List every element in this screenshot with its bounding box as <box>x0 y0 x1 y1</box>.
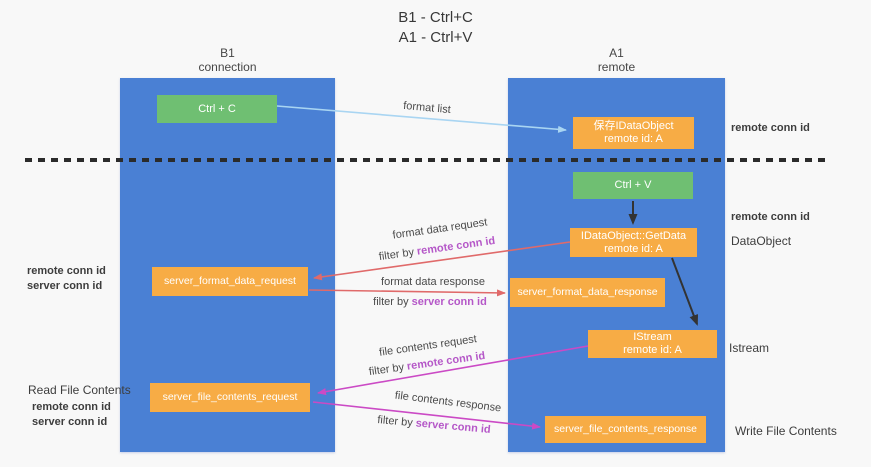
dataobject-label: DataObject <box>731 234 792 248</box>
read-server-conn-id: server conn id <box>32 416 108 428</box>
save-idataobject-line2: remote id: A <box>604 133 663 145</box>
server-format-data-request-box: server_format_data_request <box>152 267 308 296</box>
filter-by-text: filter by <box>373 296 409 308</box>
server-conn-id-text: server conn id <box>415 417 492 436</box>
filter-by-text: filter by <box>368 361 405 379</box>
page-title: B1 - Ctrl+C A1 - Ctrl+V <box>0 8 871 48</box>
getdata-line1: IDataObject::GetData <box>580 229 687 242</box>
lane-b1-subtitle: connection <box>198 60 257 74</box>
ctrl-c-box: Ctrl + C <box>157 95 277 123</box>
title-line-b1: B1 - Ctrl+C <box>398 9 473 26</box>
lane-header-b1: B1 connection <box>120 46 335 74</box>
left-remote-conn-id: remote conn id <box>27 265 106 277</box>
read-remote-conn-id: remote conn id <box>32 401 111 413</box>
server-file-contents-response-box: server_file_contents_response <box>545 416 706 443</box>
left-server-conn-id: server conn id <box>27 280 103 292</box>
lane-b1-name: B1 <box>220 46 235 60</box>
server-conn-id-text: server conn id <box>411 296 487 308</box>
title-line-a1: A1 - Ctrl+V <box>398 29 473 46</box>
format-list-label: format list <box>402 99 452 117</box>
istream-box: IStream remote id: A <box>588 330 717 358</box>
format-data-response-label: format data response <box>381 276 485 288</box>
idataobject-getdata-box: IDataObject::GetData remote id: A <box>570 228 697 257</box>
istream-side-label: Istream <box>729 341 770 355</box>
ctrl-v-box: Ctrl + V <box>573 172 693 199</box>
lane-header-a1: A1 remote <box>508 46 725 74</box>
server-format-data-response-box: server_format_data_response <box>510 278 665 307</box>
istream-line2: remote id: A <box>623 344 682 356</box>
ctrl-c-label: Ctrl + C <box>198 102 236 115</box>
server-file-contents-request-box: server_file_contents_request <box>150 383 310 412</box>
file-response-label: server_file_contents_response <box>553 423 697 435</box>
right-top-remote-conn-id: remote conn id <box>731 122 810 134</box>
format-request-label: server_format_data_request <box>164 275 296 287</box>
istream-line1: IStream <box>633 331 672 343</box>
arrow-format-data-response <box>308 289 506 297</box>
save-idataobject-line1: 保存IDataObject <box>593 120 674 132</box>
ctrl-v-label: Ctrl + V <box>614 179 652 191</box>
getdata-line2: remote id: A <box>604 242 663 255</box>
read-file-contents-label: Read File Contents <box>28 383 131 397</box>
lane-a1-name: A1 <box>609 46 624 60</box>
filter-by-text: filter by <box>376 414 414 430</box>
file-request-label: server_file_contents_request <box>162 391 298 403</box>
format-response-label: server_format_data_response <box>517 286 658 298</box>
filter-by-text: filter by <box>378 246 415 264</box>
remote-conn-id-text: remote conn id <box>416 234 496 258</box>
file-contents-response-label: file contents response <box>394 389 502 415</box>
lane-a1-subtitle: remote <box>597 60 636 74</box>
save-idataobject-box: 保存IDataObject remote id: A <box>573 117 694 149</box>
right-mid-remote-conn-id: remote conn id <box>731 211 810 223</box>
write-file-contents-label: Write File Contents <box>735 424 837 438</box>
